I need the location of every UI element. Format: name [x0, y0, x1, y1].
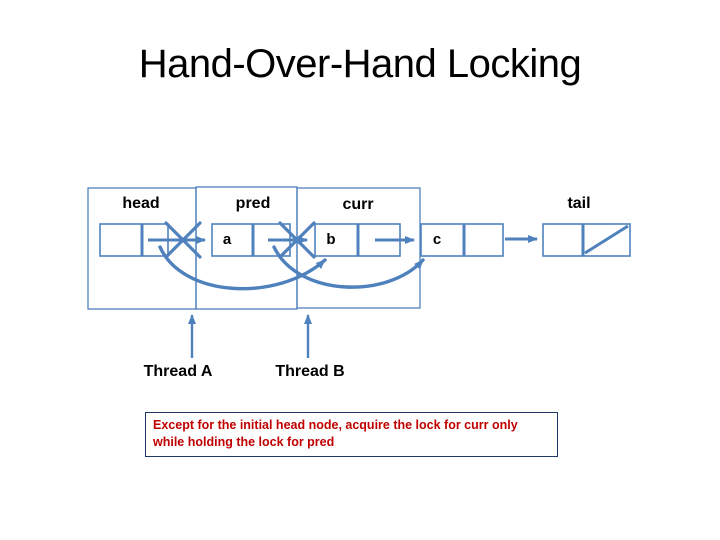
node-value-a: a — [222, 231, 232, 248]
label-thread-a: Thread A — [143, 363, 213, 380]
label-curr: curr — [342, 196, 374, 213]
node-box-tail — [542, 223, 631, 257]
rule-note-box: Except for the initial head node, acquir… — [145, 412, 558, 457]
bypass-arc-head-to-b — [158, 245, 327, 291]
slide-title: Hand-Over-Hand Locking — [138, 42, 582, 86]
x-stroke — [164, 221, 202, 259]
label-head: head — [122, 195, 160, 212]
node-box-c — [420, 223, 504, 257]
crossed-out-x-a-b — [278, 221, 316, 259]
node-rect-c — [420, 223, 504, 257]
node-value-b: b — [326, 231, 336, 248]
rule-note-line-2: while holding the lock for pred — [153, 435, 335, 449]
node-value-c: c — [432, 231, 442, 248]
label-pred: pred — [235, 195, 271, 212]
null-pointer-diagonal — [584, 224, 629, 255]
rule-note-line-1: Except for the initial head node, acquir… — [153, 418, 518, 432]
label-thread-b: Thread B — [275, 363, 345, 380]
x-stroke — [278, 221, 316, 259]
bypass-arc-a-to-c — [272, 245, 425, 289]
lock-region-curr — [296, 187, 421, 309]
crossed-out-x-head-a — [164, 221, 202, 259]
label-tail: tail — [567, 195, 591, 212]
